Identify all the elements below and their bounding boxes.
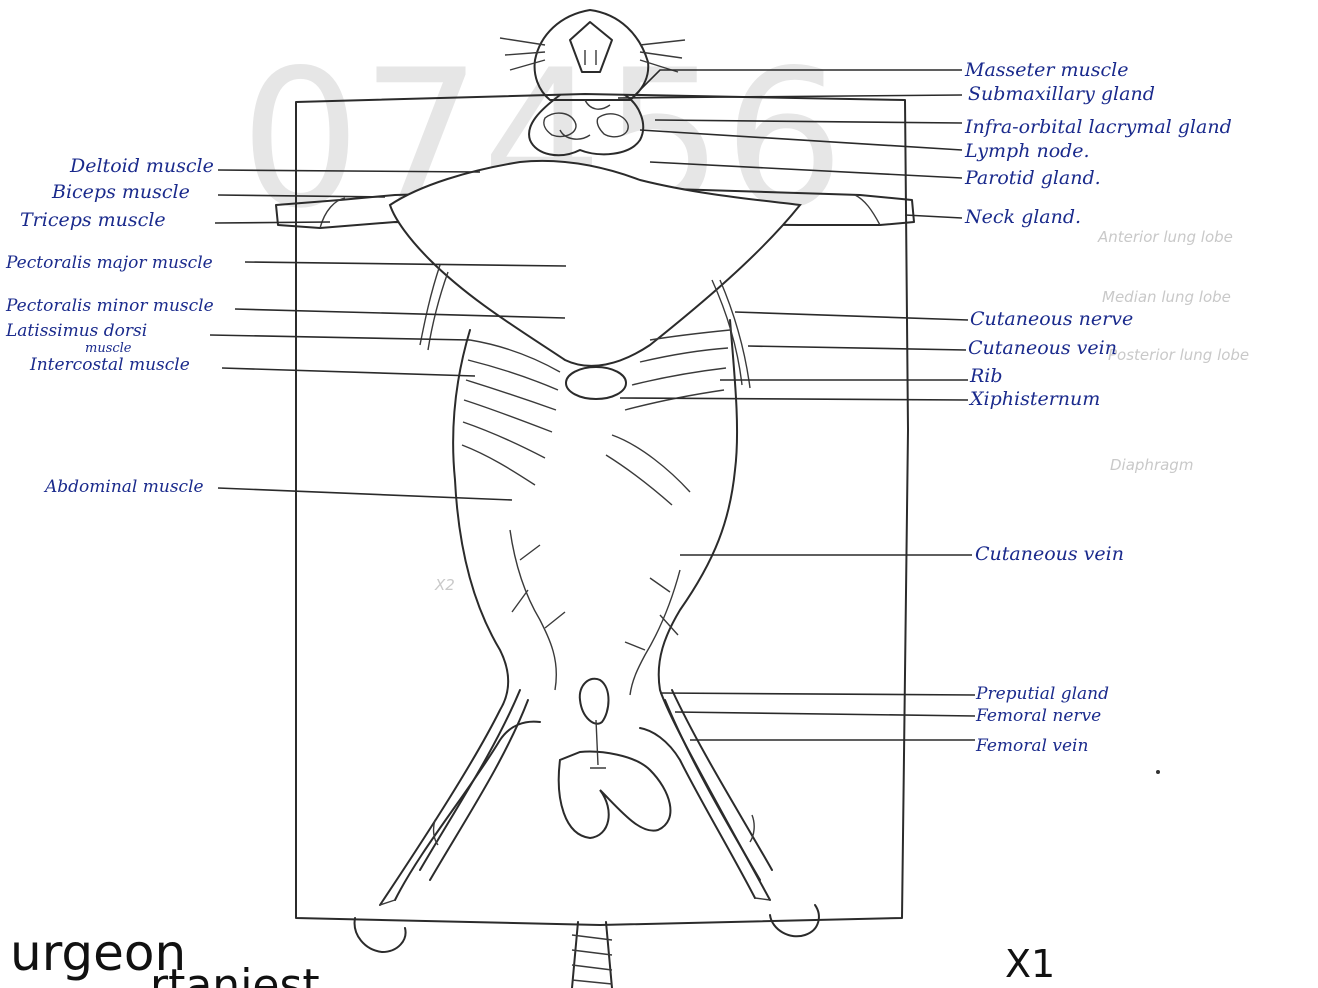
label-deltoid-muscle: Deltoid muscle: [69, 155, 214, 177]
genital-region: [559, 679, 671, 838]
label-biceps-muscle: Biceps muscle: [51, 181, 190, 203]
ghost-anterior-lung-lobe: Anterior lung lobe: [1097, 228, 1233, 246]
right-labels: Masseter muscle Submaxillary gland Infra…: [964, 59, 1232, 756]
label-lymph-node: Lymph node.: [964, 140, 1090, 162]
label-preputial-gland: Preputial gland: [975, 684, 1109, 704]
label-latissimus-muscle-word: muscle: [85, 341, 132, 356]
label-masseter-muscle: Masseter muscle: [964, 59, 1129, 81]
label-pectoralis-major-muscle: Pectoralis major muscle: [5, 253, 213, 273]
tail: [572, 922, 612, 988]
label-rib: Rib: [969, 365, 1003, 387]
label-triceps-muscle: Triceps muscle: [20, 209, 166, 231]
label-infra-orbital-lacrymal-gland: Infra-orbital lacrymal gland: [964, 116, 1232, 138]
ghost-diaphragm: Diaphragm: [1110, 456, 1193, 474]
xiphisternum-shape: [566, 367, 626, 399]
label-femoral-nerve: Femoral nerve: [975, 706, 1101, 726]
stray-dot: [1156, 770, 1160, 774]
label-cutaneous-vein-abdomen: Cutaneous vein: [975, 543, 1124, 565]
label-abdominal-muscle: Abdominal muscle: [43, 477, 204, 497]
label-neck-gland: Neck gland.: [964, 206, 1081, 228]
label-cutaneous-vein-chest: Cutaneous vein: [968, 337, 1117, 359]
ghost-scale: X2: [434, 576, 455, 594]
left-hind-foot: [355, 918, 406, 952]
label-femoral-vein: Femoral vein: [975, 736, 1088, 756]
label-intercostal-muscle: Intercostal muscle: [29, 355, 190, 375]
label-latissimus-dorsi: Latissimus dorsi: [5, 321, 147, 341]
scale-label: X1: [1005, 942, 1055, 986]
abdominal-veins: [510, 530, 680, 695]
label-pectoralis-minor-muscle: Pectoralis minor muscle: [5, 296, 214, 316]
left-labels: Deltoid muscle Biceps muscle Triceps mus…: [5, 155, 214, 497]
label-cutaneous-nerve: Cutaneous nerve: [970, 308, 1133, 330]
label-submaxillary-gland: Submaxillary gland: [968, 83, 1155, 105]
ghost-posterior-lung-lobe: Posterior lung lobe: [1108, 346, 1249, 364]
ghost-median-lung-lobe: Median lung lobe: [1102, 288, 1231, 306]
handwriting-line-2: rtaniest: [150, 960, 320, 988]
label-xiphisternum: Xiphisternum: [968, 388, 1100, 410]
label-parotid-gland: Parotid gland.: [964, 167, 1101, 189]
